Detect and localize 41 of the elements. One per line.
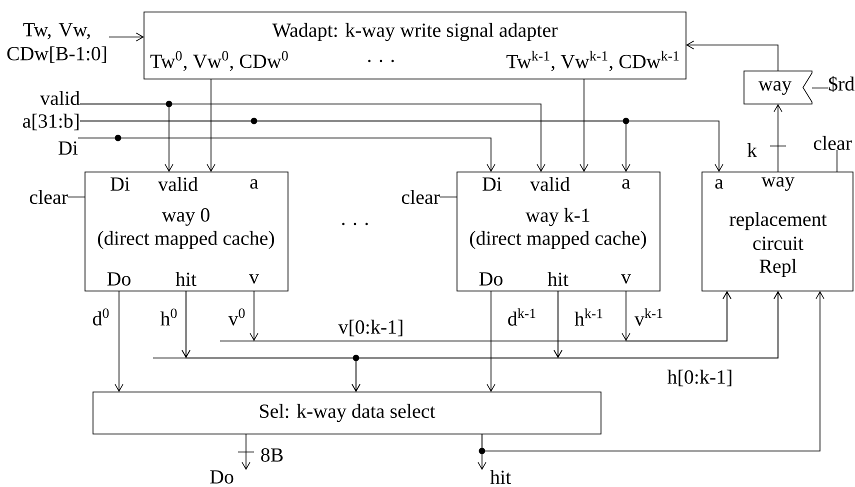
connector [580,78,588,172]
edge-label: v$^{k-1}$ [633,307,665,327]
signal-label: $rd [828,76,854,92]
signal-label: a[31:b] [22,114,79,130]
ellipsis: . . . [342,222,368,226]
connector [686,40,778,72]
signal-label: Tw, Vw, CDw[B-1:0] [7,23,106,63]
bus-label: h[0:k-1] [667,370,732,386]
connector [114,290,124,392]
signal-label: Do [210,470,234,484]
connector [108,32,144,42]
connector [440,196,458,198]
signal-label: clear [30,190,68,204]
connector [482,290,824,452]
adapter-box: Wadapt: k-way write signal adapter Tw$^{0}$, Vw$^{0}$, CDw$^{0}$ . . . Tw$^{k-1}$, Vw$^{k-1}$, CDw$^{k-1}$ [144,12,686,80]
connector [78,138,496,172]
signal-label: clear [814,136,852,150]
signal-label: valid [40,90,80,106]
register-box: way [744,70,812,104]
edge-label: h$^{k-1}$ [573,307,605,327]
edge-label: h$^{0}$ [159,308,179,326]
connector [836,150,838,172]
connector [774,104,782,172]
select-box: Sel: k-way data select [92,392,602,434]
edge-label: d$^{k-1}$ [506,307,538,327]
circuit-box: a way replacement circuit Repl [702,172,854,292]
connector [622,290,732,342]
connector [352,290,562,392]
signal-label: Di [58,141,78,155]
signal-label: hit [490,470,511,484]
signal-label: clear [402,190,440,204]
edge-label: d$^{0}$ [91,307,111,326]
edge-label: k [746,142,758,158]
connector [68,196,86,198]
edge-label: v$^{0}$ [227,307,247,326]
edge-label: 8B [259,447,285,463]
connector [80,104,546,172]
connector [486,290,496,392]
bus-label: v[0:k-1] [338,320,402,336]
connector [206,78,216,172]
connector [242,434,250,470]
